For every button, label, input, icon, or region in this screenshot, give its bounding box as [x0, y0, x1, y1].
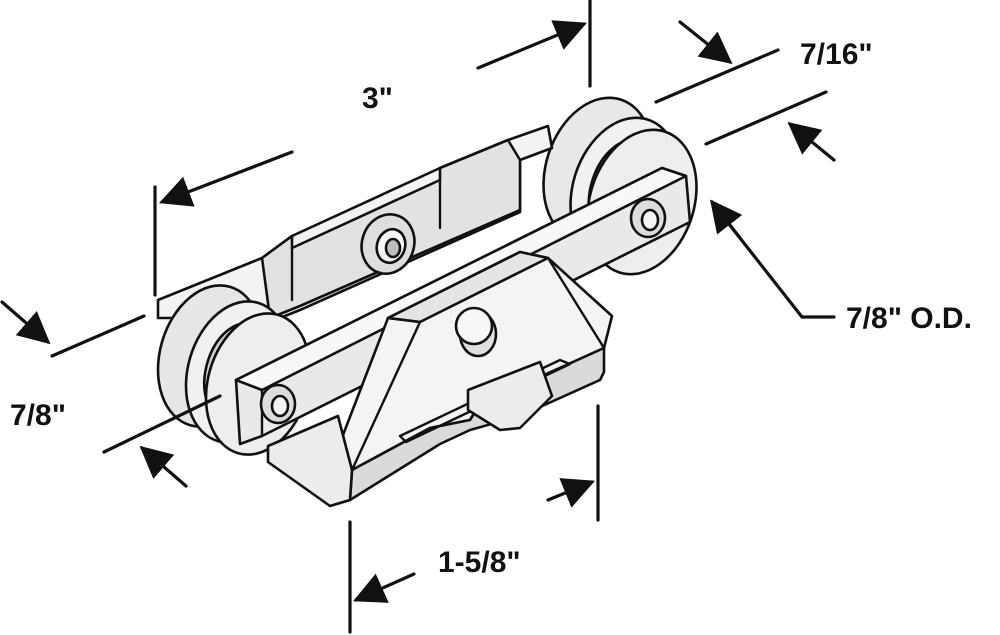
- height-dimension: [0, 300, 222, 488]
- bracket-stud: [454, 306, 498, 358]
- length-dimension: [153, 0, 592, 297]
- wheel-od-leader: [710, 199, 836, 319]
- dimension-lines: [0, 0, 836, 634]
- wheel-od-label: 7/8" O.D.: [846, 302, 972, 335]
- front-bar-rivet-right: [629, 197, 667, 239]
- wheel-width-label: 7/16": [800, 38, 873, 71]
- bracket-width-label: 1-5/8": [438, 546, 521, 579]
- front-bar-rivet-left: [259, 383, 297, 425]
- back-plate-rivet: [360, 213, 416, 275]
- roller-part: [156, 96, 698, 508]
- bracket-width-dimension: [348, 404, 600, 634]
- length-label: 3": [362, 82, 393, 115]
- mounting-bracket: [266, 250, 614, 508]
- wheel-width-dimension: [654, 20, 836, 162]
- height-label: 7/8": [10, 399, 66, 432]
